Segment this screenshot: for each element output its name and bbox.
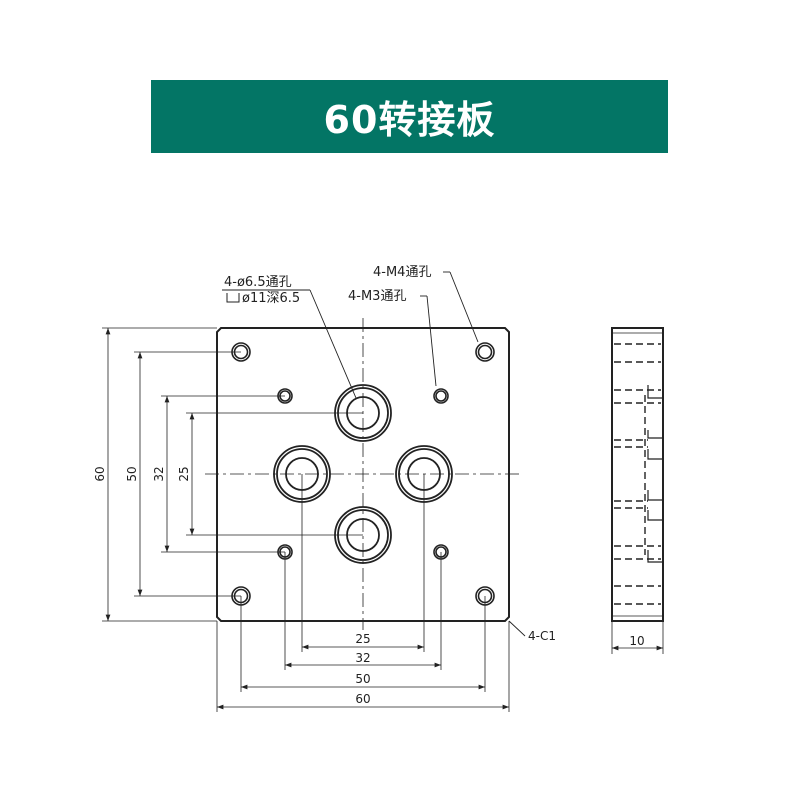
dim-bottom-60: 60: [355, 692, 370, 706]
dim-bottom-32: 32: [355, 651, 370, 665]
leader-lines: [222, 271, 526, 637]
dim-left-50: 50: [125, 466, 139, 481]
counterbore-symbol: [226, 293, 240, 303]
m4-callout: 4-M4通孔: [373, 265, 431, 280]
plate-outline: [216, 327, 510, 622]
side-view: [611, 327, 664, 654]
dim-left-32: 32: [152, 466, 166, 481]
center-lines: [205, 318, 520, 630]
counterbore-callout-line1: 4-ø6.5通孔: [224, 275, 292, 290]
dim-left-60: 60: [93, 466, 107, 481]
dim-left-25: 25: [177, 466, 191, 481]
extension-lines: [102, 327, 510, 712]
dim-bottom-50: 50: [355, 672, 370, 686]
m3-callout: 4-M3通孔: [348, 289, 406, 304]
dim-side-thickness: 10: [629, 634, 644, 648]
title-banner: 60转接板: [151, 80, 668, 153]
counterbore-callout-line2: ø11深6.5: [242, 291, 300, 306]
chamfer-callout: 4-C1: [528, 629, 556, 643]
dim-bottom-25: 25: [355, 632, 370, 646]
dimension-lines: [105, 328, 663, 710]
page-title: 60转接板: [323, 98, 496, 142]
